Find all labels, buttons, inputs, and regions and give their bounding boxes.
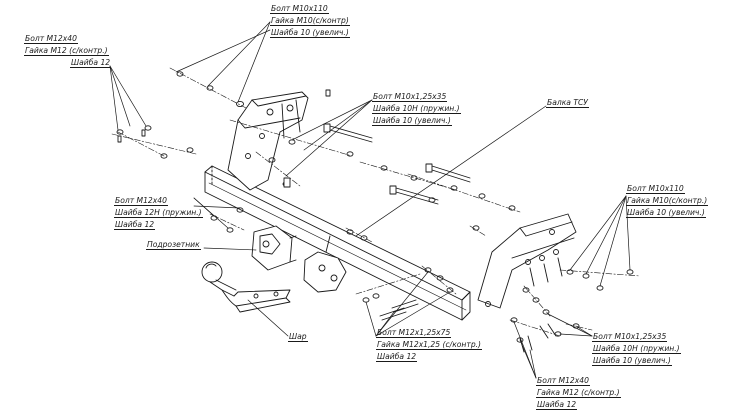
label-mid-washer-spring: Шайба 10Н (пружин.) <box>372 104 461 114</box>
label-right-nut: Гайка М10(с/контр.) <box>626 196 709 206</box>
label-ball: Шар <box>288 332 308 342</box>
right-mounting-bracket <box>477 213 577 309</box>
label-top-nut: Гайка М10(с/контр) <box>270 16 350 26</box>
label-top-bolt: Болт М10х110 <box>270 4 329 14</box>
label-left-bolt: Болт М12х40 <box>24 34 78 44</box>
label-lleft-washer-spring: Шайба 12Н (пружин.) <box>114 208 203 218</box>
label-right-washer: Шайба 10 (увелич.) <box>626 208 706 218</box>
label-lleft-bolt: Болт М12х40 <box>114 196 168 206</box>
label-socket-plate: Подрозетник <box>146 240 201 250</box>
label-beam: Балка ТСУ <box>546 98 589 108</box>
label-left-washer: Шайба 12 <box>70 58 112 68</box>
assembly-axes <box>111 67 641 337</box>
leader-lines <box>109 21 631 379</box>
label-rb-bolt: Болт М10х1,25х35 <box>592 332 668 342</box>
label-bot-washer: Шайба 12 <box>376 352 418 362</box>
label-mid-bolt: Болт М10х1,25х35 <box>372 92 448 102</box>
left-mounting-bracket <box>227 91 309 191</box>
label-right-bolt: Болт М10х110 <box>626 184 685 194</box>
tow-ball-part <box>201 261 291 313</box>
label-top-washer: Шайба 10 (увелич.) <box>270 28 350 38</box>
label-bot-nut: Гайка М12х1,25 (с/контр.) <box>376 340 483 350</box>
tow-bar-beam <box>204 165 471 321</box>
label-bot-bolt: Болт М12х1,25х75 <box>376 328 452 338</box>
label-lleft-washer: Шайба 12 <box>114 220 156 230</box>
label-b2-nut: Гайка М12 (с/контр.) <box>536 388 621 398</box>
socket-plate-part <box>251 225 297 271</box>
label-b2-washer: Шайба 12 <box>536 400 578 410</box>
label-mid-washer-large: Шайба 10 (увелич.) <box>372 116 452 126</box>
ball-mount-plate <box>303 235 347 293</box>
label-left-nut: Гайка М12 (с/контр.) <box>24 46 109 56</box>
label-rb-washer-spring: Шайба 10Н (пружин.) <box>592 344 681 354</box>
label-rb-washer-large: Шайба 10 (увелич.) <box>592 356 672 366</box>
label-b2-bolt: Болт М12х40 <box>536 376 590 386</box>
